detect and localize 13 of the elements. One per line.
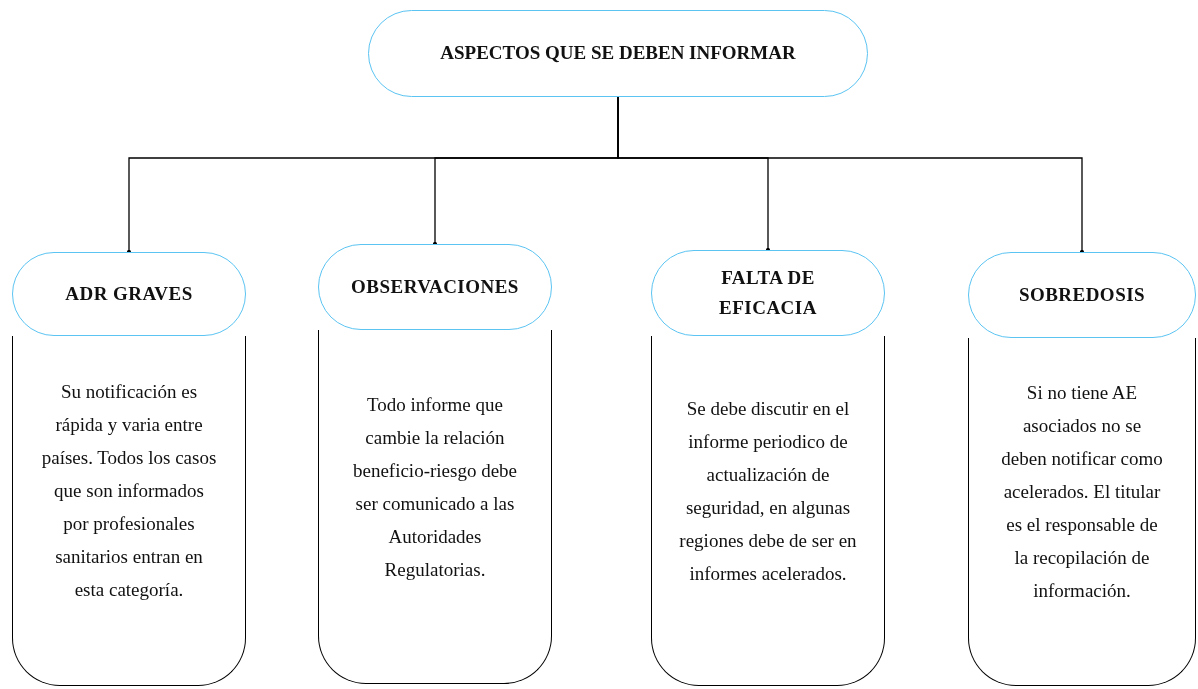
description-text: Todo informe que cambie la relación beneficio-riesgo debe ser comunicado a las Autoridades Regulatorias. — [351, 392, 519, 582]
description-box — [318, 330, 552, 684]
category-label: FALTA DE EFICACIA — [718, 266, 818, 320]
description-box — [12, 336, 246, 686]
description-text: Su notificación es rápida y varia entre países. Todos los casos que son informados por profesionales sanitarios entran en esta categoría. — [41, 380, 217, 602]
description-text: Se debe discutir en el informe periodico de actualización de seguridad, en algunas regiones debe de ser en informes acelerados. — [679, 396, 857, 586]
category-label: SOBREDOSIS — [1017, 283, 1147, 307]
description-box — [651, 336, 885, 686]
description-box — [968, 338, 1196, 686]
description-text: Si no tiene AE asociados no se deben notificar como acelerados. El titular es el responsable de la recopilación de información. — [1000, 381, 1164, 603]
title-text: ASPECTOS QUE SE DEBEN INFORMAR — [440, 41, 796, 66]
category-label: OBSERVACIONES — [350, 275, 520, 299]
category-label: ADR GRAVES — [64, 282, 194, 306]
